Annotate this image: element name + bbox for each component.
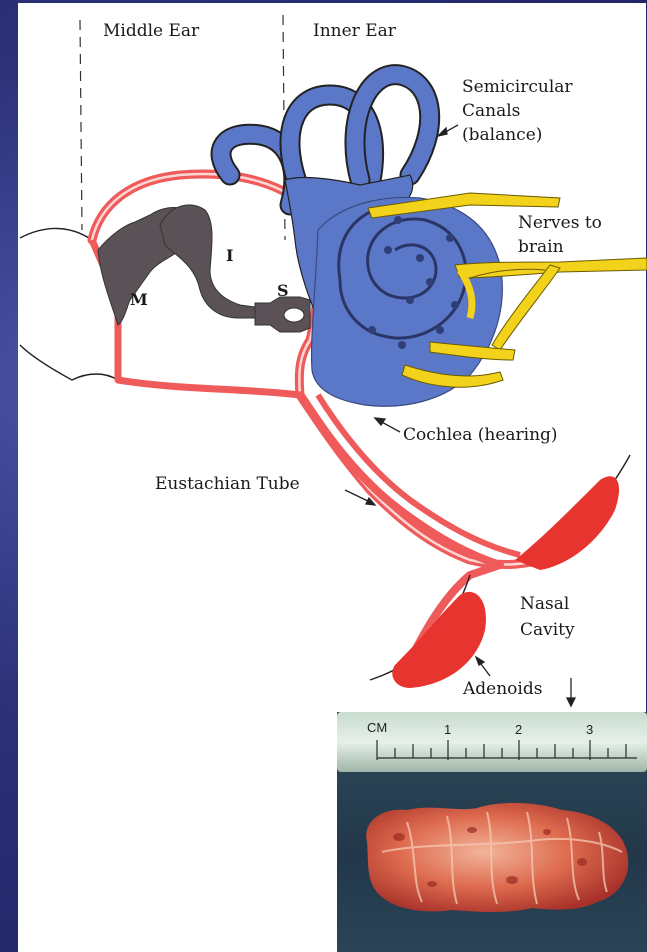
middle-ear-floor (118, 380, 300, 395)
ruler-mark-1: 1 (444, 722, 451, 737)
ruler-unit: CM (367, 720, 387, 735)
specimen-illustration: CM 1 2 3 (337, 712, 647, 952)
label-malleus: M (130, 288, 148, 311)
label-nasal-line2: Cavity (520, 619, 575, 642)
label-inner-ear: Inner Ear (313, 20, 396, 43)
label-stapes: S (277, 279, 289, 302)
ruler-mark-2: 2 (515, 722, 522, 737)
label-adenoids: Adenoids (463, 678, 542, 701)
label-nasal-line1: Nasal (520, 593, 569, 616)
label-semicircular-line3: (balance) (462, 124, 542, 147)
adenoid-tissue-specimen (366, 803, 628, 912)
label-nerves-line1: Nerves to (518, 212, 602, 235)
nasal-adenoid-tissue (515, 476, 619, 570)
middle-ear-divider (80, 20, 82, 230)
label-semicircular-line1: Semicircular (462, 76, 573, 99)
stapes-footplate-hole (284, 308, 304, 322)
label-cochlea: Cochlea (hearing) (403, 424, 558, 447)
ruler-mark-3: 3 (586, 722, 593, 737)
label-incus: I (226, 244, 233, 267)
label-nerves-line2: brain (518, 236, 564, 259)
incus-bone (160, 205, 255, 318)
adenoid-specimen-photo: CM 1 2 3 (337, 712, 647, 952)
label-middle-ear: Middle Ear (103, 20, 199, 43)
label-semicircular-line2: Canals (462, 100, 520, 123)
label-eustachian-tube: Eustachian Tube (155, 473, 300, 496)
